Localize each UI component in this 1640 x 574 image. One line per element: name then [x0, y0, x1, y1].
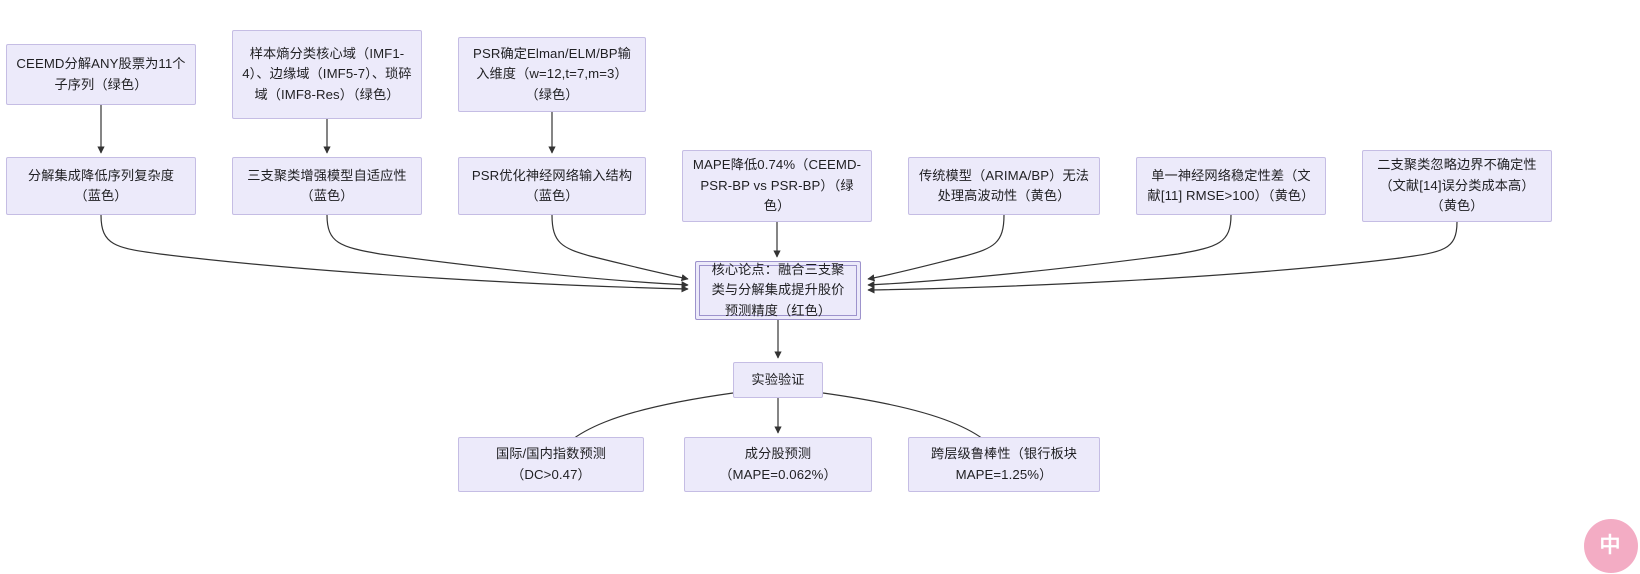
node-label: 分解集成降低序列复杂度（蓝色）: [27, 167, 175, 203]
edge-n8-core: [867, 214, 1005, 282]
node-label: CEEMD分解ANY股票为11个子序列（绿色）: [16, 56, 186, 92]
edge-n9-core: [867, 214, 1232, 289]
node-experimental-validation[interactable]: 实验验证: [733, 362, 823, 398]
node-core-thesis[interactable]: 核心论点：融合三支聚类与分解集成提升股价预测精度（红色）: [695, 261, 861, 320]
node-decompose-reduce-complexity[interactable]: 分解集成降低序列复杂度（蓝色）: [6, 157, 196, 215]
node-label: 传统模型（ARIMA/BP）无法处理高波动性（黄色）: [918, 167, 1090, 203]
node-psr-optimize-network-input[interactable]: PSR优化神经网络输入结构（蓝色）: [458, 157, 646, 215]
node-single-network-instability[interactable]: 单一神经网络稳定性差（文献[11] RMSE>100）（黄色）: [1136, 157, 1326, 215]
node-cross-level-robustness[interactable]: 跨层级鲁棒性（银行板块MAPE=1.25%）: [908, 437, 1100, 492]
watermark-text: 中: [1599, 534, 1621, 557]
node-label: 样本熵分类核心域（IMF1-4）、边缘域（IMF5-7）、琐碎域（IMF8-Re…: [242, 45, 412, 102]
node-label: 成分股预测（MAPE=0.062%）: [719, 446, 837, 482]
node-index-prediction[interactable]: 国际/国内指数预测（DC>0.47）: [458, 437, 644, 492]
node-label: PSR优化神经网络输入结构（蓝色）: [471, 167, 633, 203]
node-label: 实验验证: [751, 371, 805, 387]
node-constituent-stock-prediction[interactable]: 成分股预测（MAPE=0.062%）: [684, 437, 872, 492]
node-traditional-model-limitation[interactable]: 传统模型（ARIMA/BP）无法处理高波动性（黄色）: [908, 157, 1100, 215]
node-label: 二支聚类忽略边界不确定性（文献[14]误分类成本高）（黄色）: [1377, 157, 1537, 214]
node-mape-improvement[interactable]: MAPE降低0.74%（CEEMD-PSR-BP vs PSR-BP）（绿色）: [682, 150, 872, 222]
node-psr-input-dimension[interactable]: PSR确定Elman/ELM/BP输入维度（w=12,t=7,m=3）（绿色）: [458, 37, 646, 112]
node-label: PSR确定Elman/ELM/BP输入维度（w=12,t=7,m=3）（绿色）: [473, 45, 631, 102]
node-label: 核心论点：融合三支聚类与分解集成提升股价预测精度（红色）: [711, 261, 845, 318]
node-label: 单一神经网络稳定性差（文献[11] RMSE>100）（黄色）: [1147, 167, 1315, 203]
node-label: 国际/国内指数预测（DC>0.47）: [495, 446, 607, 482]
node-ceemd-decompose[interactable]: CEEMD分解ANY股票为11个子序列（绿色）: [6, 44, 196, 105]
node-two-way-clustering-limitation[interactable]: 二支聚类忽略边界不确定性（文献[14]误分类成本高）（黄色）: [1362, 150, 1552, 222]
node-label: 跨层级鲁棒性（银行板块MAPE=1.25%）: [930, 446, 1078, 482]
edge-n4-core: [100, 214, 689, 293]
node-three-way-clustering-adaptivity[interactable]: 三支聚类增强模型自适应性（蓝色）: [232, 157, 422, 215]
edge-n6-core: [551, 214, 689, 282]
edge-n5-core: [326, 214, 689, 289]
node-label: 三支聚类增强模型自适应性（蓝色）: [247, 167, 407, 203]
node-label: MAPE降低0.74%（CEEMD-PSR-BP vs PSR-BP）（绿色）: [692, 157, 862, 214]
watermark-badge: 中: [1584, 519, 1638, 573]
node-sample-entropy-classify[interactable]: 样本熵分类核心域（IMF1-4）、边缘域（IMF5-7）、琐碎域（IMF8-Re…: [232, 30, 422, 119]
edge-n10-core: [867, 221, 1458, 294]
